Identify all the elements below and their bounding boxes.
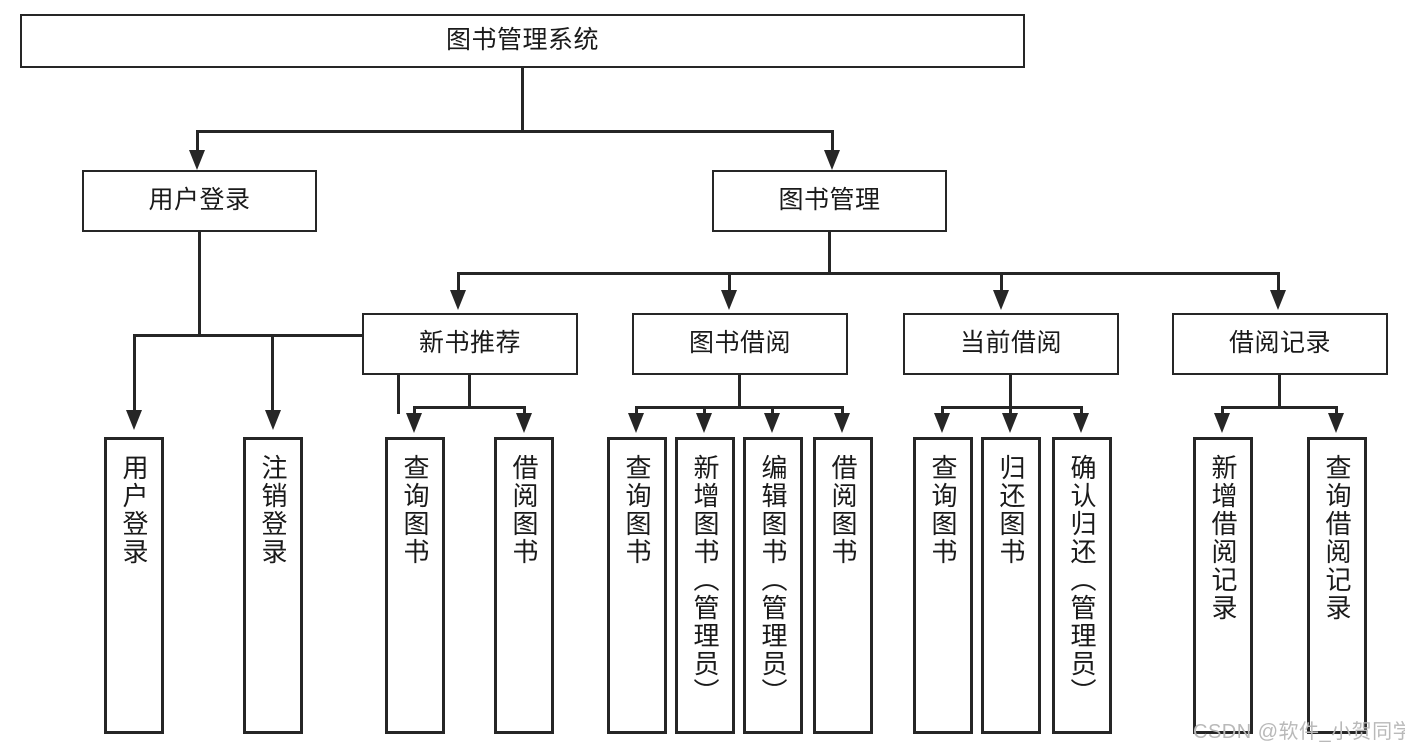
edge-book-manage-to-book-borrow	[728, 272, 731, 295]
leaf-current-borrow-return[interactable]: 归还图书	[981, 437, 1041, 734]
leaf-current-borrow-return-label: 归还图书	[996, 454, 1027, 566]
node-borrow-record[interactable]: 借阅记录	[1172, 313, 1388, 375]
arrow-book-borrow-to-leaf-4	[834, 413, 850, 433]
node-root-system-label: 图书管理系统	[445, 26, 599, 55]
edge-book-manage-stem	[828, 232, 831, 274]
edge-book-borrow-to-leaf-3	[771, 406, 774, 416]
arrow-borrow-record-to-leaf-2	[1328, 413, 1344, 433]
edge-book-borrow-to-leaf-1	[635, 406, 638, 416]
leaf-new-book-query[interactable]: 查询图书	[385, 437, 445, 734]
node-book-manage[interactable]: 图书管理	[712, 170, 947, 232]
leaf-current-borrow-confirm-return-label: 确认归还（管理员）	[1067, 454, 1098, 706]
edge-book-borrow-bus	[635, 406, 844, 409]
leaf-current-borrow-query[interactable]: 查询图书	[913, 437, 973, 734]
leaf-book-borrow-edit[interactable]: 编辑图书（管理员）	[743, 437, 803, 734]
edge-new-book-to-leaf-2	[523, 406, 526, 416]
leaf-book-borrow-borrow[interactable]: 借阅图书	[813, 437, 873, 734]
leaf-new-book-borrow-label: 借阅图书	[509, 454, 540, 566]
node-book-borrow[interactable]: 图书借阅	[632, 313, 848, 375]
edge-user-login-bus	[133, 334, 400, 337]
leaf-book-borrow-add[interactable]: 新增图书（管理员）	[675, 437, 735, 734]
leaf-borrow-record-add-label: 新增借阅记录	[1208, 454, 1239, 622]
arrow-book-manage-to-new-book	[450, 290, 466, 310]
edge-current-borrow-to-leaf-1	[941, 406, 944, 416]
arrow-book-manage-to-borrow-record	[1270, 290, 1286, 310]
edge-book-borrow-stem	[738, 375, 741, 408]
arrow-current-borrow-to-leaf-1	[934, 413, 950, 433]
leaf-user-login-login-label: 用户登录	[119, 454, 150, 566]
edge-book-manage-bus	[457, 272, 1280, 275]
arrow-root-to-book-manage	[824, 150, 840, 170]
leaf-user-login-logout-label: 注销登录	[258, 454, 289, 566]
leaf-current-borrow-query-label: 查询图书	[928, 454, 959, 566]
node-current-borrow-label: 当前借阅	[959, 329, 1062, 358]
edge-user-login-stem	[198, 232, 201, 336]
edge-root-to-user-login	[196, 130, 199, 155]
edge-root-to-book-manage	[831, 130, 834, 155]
arrow-new-book-to-leaf-1	[406, 413, 422, 433]
leaf-borrow-record-query[interactable]: 查询借阅记录	[1307, 437, 1367, 734]
node-current-borrow[interactable]: 当前借阅	[903, 313, 1119, 375]
node-book-manage-label: 图书管理	[778, 186, 881, 215]
arrow-book-borrow-to-leaf-1	[628, 413, 644, 433]
leaf-user-login-login[interactable]: 用户登录	[104, 437, 164, 734]
edge-book-manage-to-current-borrow	[1000, 272, 1003, 295]
arrow-current-borrow-to-leaf-3	[1073, 413, 1089, 433]
edge-root-stem	[521, 68, 524, 132]
edge-borrow-record-bus	[1221, 406, 1338, 409]
edge-user-login-to-leaf-1	[133, 334, 136, 414]
edge-current-borrow-stem	[1009, 375, 1012, 408]
edge-book-manage-to-borrow-record	[1277, 272, 1280, 295]
leaf-book-borrow-query-label: 查询图书	[622, 454, 653, 566]
node-new-book-recommend[interactable]: 新书推荐	[362, 313, 578, 375]
arrow-borrow-record-to-leaf-1	[1214, 413, 1230, 433]
leaf-borrow-record-query-label: 查询借阅记录	[1322, 454, 1353, 622]
edge-current-borrow-to-leaf-2	[1009, 406, 1012, 416]
leaf-book-borrow-add-label: 新增图书（管理员）	[690, 454, 721, 706]
edge-user-login-to-leaf-2b	[271, 334, 274, 414]
edge-borrow-record-stem	[1278, 375, 1281, 408]
node-borrow-record-label: 借阅记录	[1228, 329, 1331, 358]
arrow-book-borrow-to-leaf-3	[764, 413, 780, 433]
edge-book-borrow-to-leaf-4	[841, 406, 844, 416]
arrow-book-borrow-to-leaf-2	[696, 413, 712, 433]
arrow-user-login-to-leaf-1	[126, 410, 142, 430]
arrow-new-book-to-leaf-2	[516, 413, 532, 433]
leaf-new-book-query-label: 查询图书	[400, 454, 431, 566]
leaf-book-borrow-edit-label: 编辑图书（管理员）	[758, 454, 789, 706]
edge-current-borrow-bus	[941, 406, 1083, 409]
arrow-current-borrow-to-leaf-2	[1002, 413, 1018, 433]
csdn-watermark: CSDN @软件_小贺同学	[1193, 721, 1405, 743]
edge-new-book-bus	[413, 406, 526, 409]
leaf-book-borrow-borrow-label: 借阅图书	[828, 454, 859, 566]
edge-new-book-to-leaf-1	[413, 406, 416, 416]
edge-borrow-record-to-leaf-1	[1221, 406, 1224, 416]
arrow-book-manage-to-current-borrow	[993, 290, 1009, 310]
edge-current-borrow-to-leaf-3	[1080, 406, 1083, 416]
node-user-login-label: 用户登录	[148, 186, 251, 215]
leaf-current-borrow-confirm-return[interactable]: 确认归还（管理员）	[1052, 437, 1112, 734]
leaf-user-login-logout[interactable]: 注销登录	[243, 437, 303, 734]
edge-book-manage-to-new-book	[457, 272, 460, 295]
edge-book-borrow-to-leaf-2	[703, 406, 706, 416]
leaf-book-borrow-query[interactable]: 查询图书	[607, 437, 667, 734]
arrow-root-to-user-login	[189, 150, 205, 170]
node-root-system[interactable]: 图书管理系统	[20, 14, 1025, 68]
edge-borrow-record-to-leaf-2	[1335, 406, 1338, 416]
arrow-user-login-to-leaf-2	[265, 410, 281, 430]
node-user-login[interactable]: 用户登录	[82, 170, 317, 232]
node-book-borrow-label: 图书借阅	[688, 329, 791, 358]
edge-root-bus	[196, 130, 834, 133]
leaf-new-book-borrow[interactable]: 借阅图书	[494, 437, 554, 734]
leaf-borrow-record-add[interactable]: 新增借阅记录	[1193, 437, 1253, 734]
node-new-book-recommend-label: 新书推荐	[418, 329, 521, 358]
arrow-book-manage-to-book-borrow	[721, 290, 737, 310]
edge-new-book-stem	[468, 375, 471, 408]
